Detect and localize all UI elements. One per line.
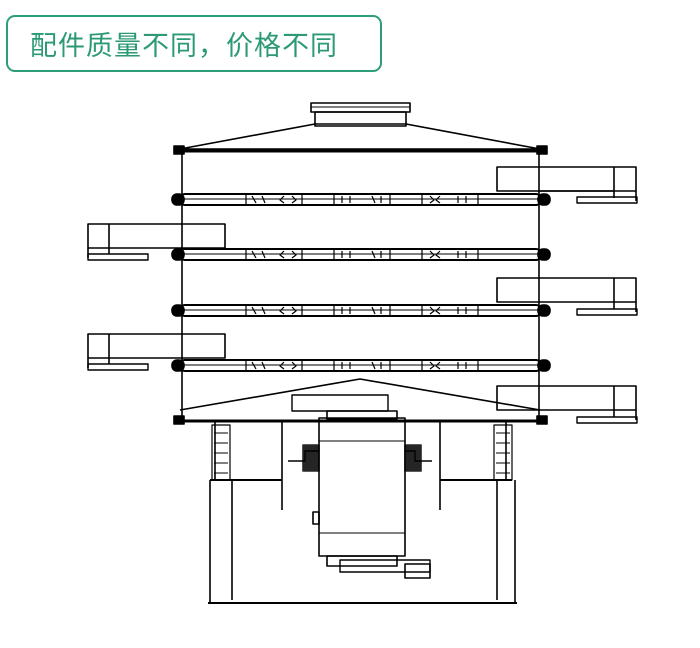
- title-banner: 配件质量不同，价格不同: [6, 15, 382, 72]
- discharge-outlet-left-1: [87, 223, 226, 261]
- top-cover: [173, 102, 548, 155]
- discharge-outlet-right-3: [496, 385, 638, 424]
- sieve-ring-4: [171, 359, 551, 372]
- sieve-ring-3: [171, 304, 551, 317]
- discharge-outlet-right-2: [496, 277, 638, 316]
- vibration-motor: [288, 394, 432, 579]
- discharge-outlet-left-2: [87, 333, 226, 371]
- discharge-outlet-right-1: [496, 166, 638, 204]
- page-title: 配件质量不同，价格不同: [30, 31, 338, 62]
- spring-right: [493, 424, 513, 481]
- sieve-ring-2: [171, 248, 551, 261]
- base-frame: [173, 378, 548, 604]
- spring-left: [211, 424, 231, 481]
- sieve-ring-1: [171, 193, 551, 206]
